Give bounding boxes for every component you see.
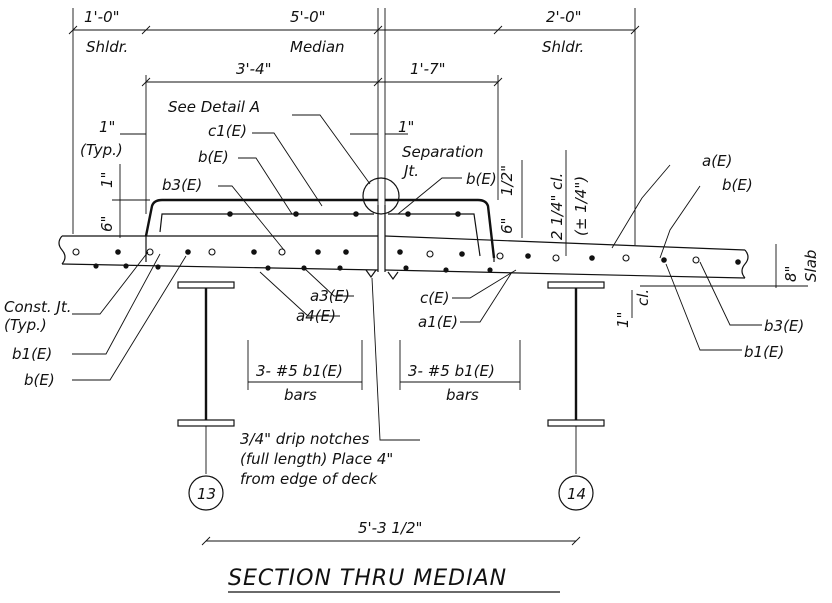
dim-separation-one-inch: 1"	[398, 118, 414, 136]
leader-lines	[72, 114, 762, 441]
dim-clear-main: 2 1/4" cl.	[548, 173, 566, 240]
girder-right-number: 14	[567, 485, 586, 503]
bars-right-dim	[399, 340, 521, 390]
rebar-dots	[72, 211, 741, 273]
dim-shoulder-right-label: Shldr.	[542, 38, 584, 56]
dim-median: 5'-0"	[290, 8, 326, 26]
callout-b-right: b(E)	[722, 176, 753, 194]
callout-const-jt: Const. Jt.	[4, 298, 71, 316]
detail-a-circle	[362, 177, 400, 215]
callout-a1: a1(E)	[418, 313, 458, 331]
callout-c: c(E)	[420, 289, 449, 307]
bars-left-dim	[247, 340, 363, 390]
right-vertical-dims	[521, 150, 808, 318]
callout-b-left: b(E)	[198, 148, 229, 166]
callout-separation: Separation	[402, 143, 484, 161]
dim-shoulder-right: 2'-0"	[546, 8, 582, 26]
dim-shoulder-left: 1'-0"	[84, 8, 120, 26]
dim-half-inch: 1/2"	[498, 165, 516, 196]
dim-six-inch-right: 6"	[498, 218, 516, 234]
left-vertical-dims	[112, 164, 150, 238]
callout-typ: (Typ.)	[4, 316, 47, 334]
dim-cl-label: cl.	[634, 289, 652, 306]
bars-left-line1: 3- #5 b1(E)	[256, 362, 343, 380]
drip-note-line1: 3/4" drip notches	[240, 430, 370, 448]
callout-b3-left: b3(E)	[162, 176, 202, 194]
dim-typ-note: (Typ.)	[80, 141, 123, 159]
median-barrier	[144, 198, 496, 262]
callout-see-detail: See Detail A	[168, 98, 260, 116]
bars-right-line1: 3- #5 b1(E)	[408, 362, 495, 380]
dim-left-part: 3'-4"	[236, 60, 272, 78]
callout-a-right: a(E)	[702, 152, 732, 170]
dim-slab-depth: 8"	[782, 266, 800, 282]
dim-typ-one-inch: 1"	[99, 118, 115, 136]
bars-right-line2: bars	[446, 386, 479, 404]
dim-slab-label: Slab	[802, 250, 820, 282]
callout-c1: c1(E)	[208, 122, 247, 140]
callout-jt: Jt.	[401, 162, 419, 180]
dim-clear-tol: (± 1/4")	[572, 176, 590, 236]
girder-left	[177, 281, 235, 511]
callout-b-right-top: b(E)	[466, 170, 497, 188]
dim-six-inch-left: 6"	[98, 216, 116, 232]
dim-shoulder-left-label: Shldr.	[86, 38, 128, 56]
callout-b1-left: b1(E)	[12, 345, 52, 363]
extension-lines	[72, 8, 636, 245]
callout-a4: a4(E)	[296, 307, 336, 325]
drip-note-line2: (full length) Place 4"	[240, 450, 393, 468]
callout-b3-right: b3(E)	[764, 317, 804, 335]
dim-right-part: 1'-7"	[410, 60, 446, 78]
dim-one-inch-cl: 1"	[614, 312, 632, 328]
callout-b-left-bottom: b(E)	[24, 371, 55, 389]
drawing-title: SECTION THRU MEDIAN	[228, 566, 507, 591]
girder-right	[547, 281, 605, 511]
girder-left-number: 13	[197, 485, 216, 503]
callout-a3: a3(E)	[310, 287, 350, 305]
drip-note-line3: from edge of deck	[240, 470, 378, 488]
dim-one-inch-left-vert: 1"	[98, 172, 116, 188]
top-dimensions	[68, 25, 640, 135]
deck-slab	[58, 205, 749, 281]
callout-b1-right: b1(E)	[744, 343, 784, 361]
bars-left-line2: bars	[284, 386, 317, 404]
dim-median-label: Median	[290, 38, 345, 56]
dim-girder-spacing: 5'-3 1/2"	[358, 519, 422, 537]
